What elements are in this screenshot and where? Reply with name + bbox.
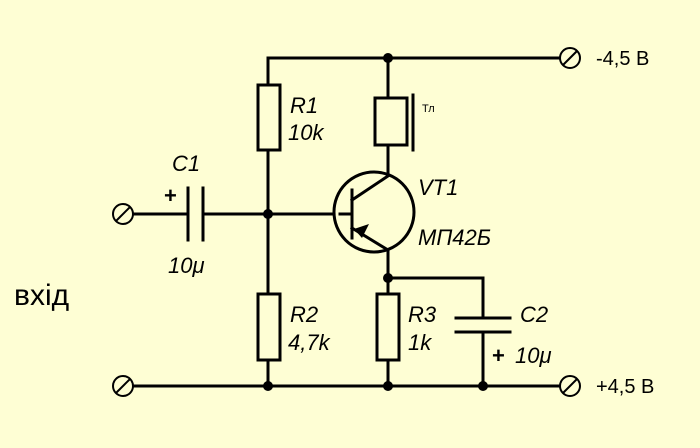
terminal-input <box>112 203 134 225</box>
resistor-r1: R1 10k <box>256 83 324 152</box>
resistor-r2: R2 4,7k <box>256 292 331 362</box>
junction-bottom-r3 <box>383 381 393 391</box>
c2-name: C2 <box>520 302 548 327</box>
r2-name: R2 <box>290 302 318 327</box>
junction-emitter <box>383 273 393 283</box>
r1-name: R1 <box>290 93 318 118</box>
capacitor-c1: + C1 10μ <box>164 151 205 278</box>
c1-value: 10μ <box>168 253 205 278</box>
tl-name: Тл <box>422 103 435 115</box>
vt1-type: МП42Б <box>418 225 491 250</box>
input-label: вхід <box>14 279 69 312</box>
top-rail <box>266 56 560 87</box>
c2-polarity: + <box>492 343 505 368</box>
c2-value: 10μ <box>515 343 552 368</box>
junction-dots <box>263 53 488 391</box>
vt1-name: VT1 <box>418 175 458 200</box>
capacitor-c2: C2 + 10μ <box>454 302 552 368</box>
transistor-vt1: VT1 МП42Б <box>332 170 491 254</box>
negative-supply-label: -4,5 В <box>596 48 649 70</box>
junction-bottom-r2 <box>263 381 273 391</box>
resistor-r3: R3 1k <box>375 292 437 362</box>
positive-supply-label: +4,5 В <box>596 376 654 398</box>
r2-value: 4,7k <box>288 330 331 355</box>
r1-value: 10k <box>288 120 324 145</box>
junction-top-collector <box>383 53 393 63</box>
r3-name: R3 <box>408 302 437 327</box>
junction-bottom-c2 <box>478 381 488 391</box>
terminal-positive-supply <box>559 375 581 397</box>
c1-name: C1 <box>172 151 200 176</box>
r3-value: 1k <box>408 330 432 355</box>
terminal-input-ground <box>112 375 134 397</box>
transformer-tl: Тл <box>373 93 435 152</box>
terminal-negative-supply <box>559 47 581 69</box>
c1-polarity: + <box>164 183 177 208</box>
junction-base <box>263 209 273 219</box>
